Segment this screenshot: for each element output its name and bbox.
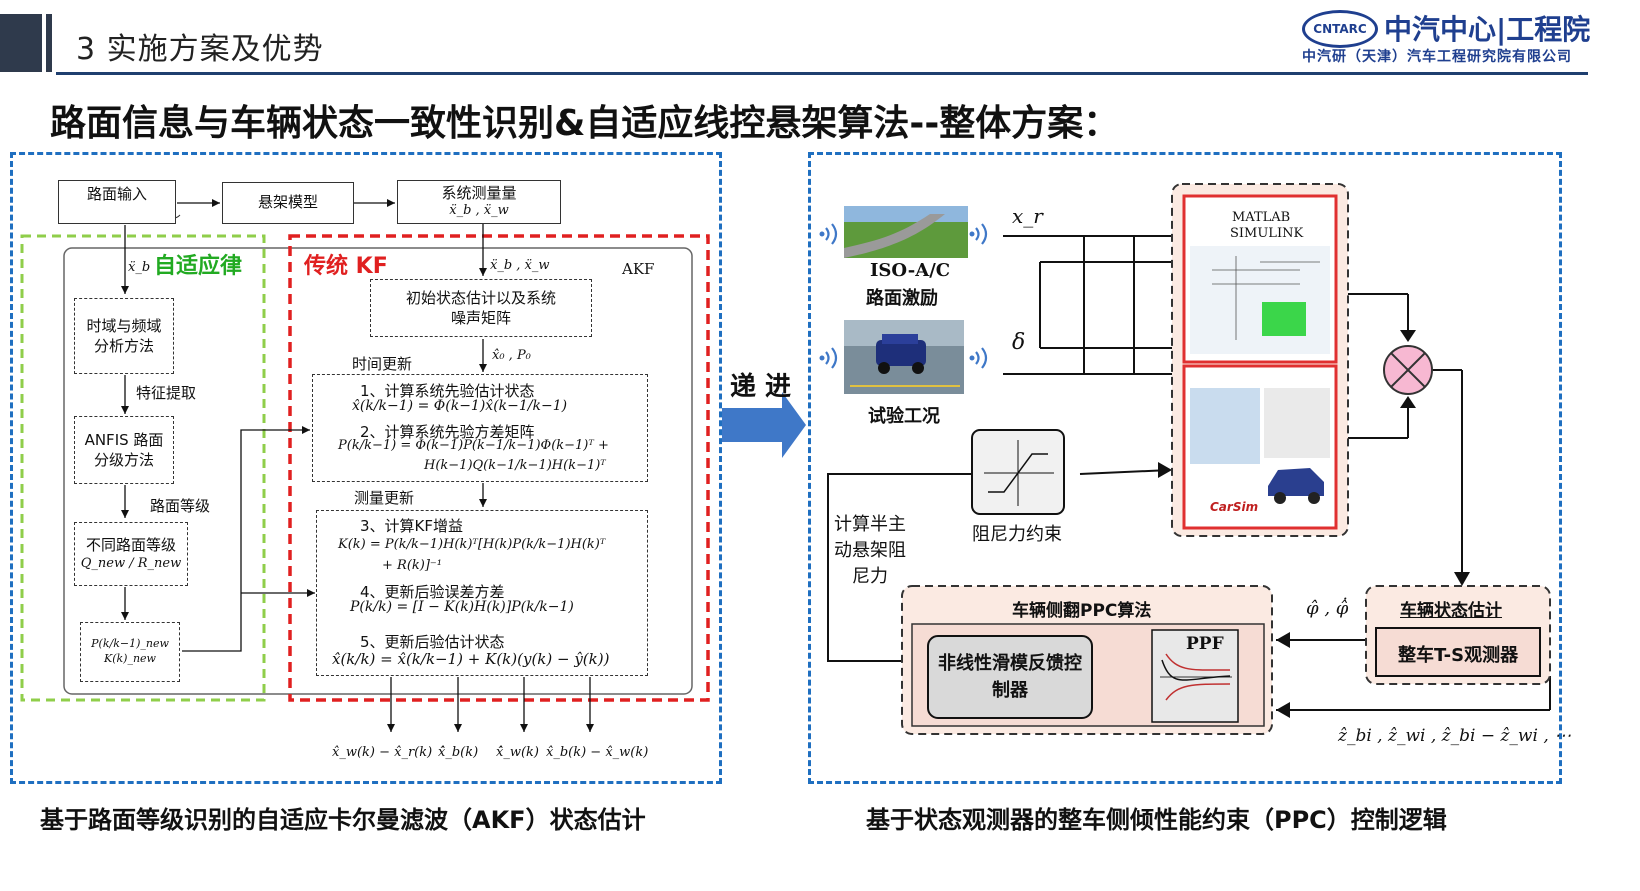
ppf-label: PPF xyxy=(1186,634,1224,654)
time-freq-box: 时域与频域分析方法 xyxy=(74,298,174,374)
output-2: x̂̇_b(k) xyxy=(438,745,479,760)
measure-update-box xyxy=(316,510,648,676)
smc-box-label: 非线性滑模反馈控制器 xyxy=(938,653,1082,701)
step3-label: 3、计算KF增益 xyxy=(360,517,464,535)
road-input-label: 路面输入 xyxy=(86,185,147,203)
iso-label: ISO-A/C xyxy=(870,260,951,281)
xr-label: x_r xyxy=(1012,204,1043,228)
step2-label: 2、计算系统先验方差矩阵 xyxy=(360,423,535,441)
road-grade-label: 路面等级 xyxy=(150,497,211,515)
step5-label: 5、更新后验估计状态 xyxy=(360,633,505,651)
step4-label: 4、更新后验误差方差 xyxy=(360,583,505,601)
step2-equation-a: P(k/k−1) = Φ(k−1)P(k−1/k−1)Φ(k−1)ᵀ + xyxy=(338,438,609,453)
akf-frame xyxy=(63,247,693,695)
akf-label: AKF xyxy=(622,260,655,278)
z-states-label: ẑ_bi , ẑ_wi , ẑ_bi − ẑ_wi , ⋯ xyxy=(1338,726,1572,746)
delta-label: δ xyxy=(1012,330,1026,355)
logo-badge: CNTARC xyxy=(1302,10,1378,48)
step5-equation: x̂(k/k) = x̂(k/k−1) + K(k)(y(k) − ŷ(k)) xyxy=(332,650,610,668)
progress-arrow-shape xyxy=(722,392,806,458)
estimator-title: 车辆状态估计 xyxy=(1400,601,1502,621)
pk-box: P(k/k−1)_new K(k)_new xyxy=(80,622,180,682)
anfis-box: ANFIS 路面分级方法 xyxy=(74,416,174,484)
iso-sub-label: 路面激励 xyxy=(866,288,938,309)
ts-box-shape xyxy=(1375,627,1541,677)
simulink-title: SIMULINK xyxy=(1230,226,1304,241)
section-title: 3 实施方案及优势 xyxy=(76,32,324,67)
left-panel xyxy=(10,152,722,784)
suspension-model-box: 悬架模型 xyxy=(222,182,354,224)
right-caption: 基于状态观测器的整车侧倾性能约束（PPC）控制逻辑 xyxy=(866,806,1447,834)
smc-box-shape xyxy=(927,635,1093,719)
progress-arrow-label: 递 进 xyxy=(730,372,792,402)
calc-damping-label: 计算半主动悬架阻尼力 xyxy=(834,514,906,588)
xb-input-label: ẍ_b xyxy=(128,260,151,275)
adaptive-law-label: 自适应律 xyxy=(154,254,243,279)
kf-label: 传统 KF xyxy=(304,254,388,279)
matlab-title: MATLAB xyxy=(1232,210,1291,225)
time-update-label: 时间更新 xyxy=(352,355,413,373)
logo-main-text: 中汽中心|工程院 xyxy=(1384,13,1591,46)
measure-update-label: 测量更新 xyxy=(354,489,415,507)
output-1: x̂_w(k) − x̂_r(k) xyxy=(332,745,433,760)
left-caption: 基于路面等级识别的自适应卡尔曼滤波（AKF）状态估计 xyxy=(40,806,646,834)
measure-vars: ẍ_b , ẍ_w xyxy=(449,203,509,219)
output-3: x̂̇_w(k) xyxy=(496,745,539,760)
right-panel xyxy=(808,152,1562,784)
road-input-box: 路面输入 xyxy=(58,180,176,224)
road-image xyxy=(844,206,968,258)
adaptive-law-frame xyxy=(20,234,266,702)
phi-label: φ̂ , φ̂̇ xyxy=(1306,598,1349,619)
carsim-title: CarSim xyxy=(1210,500,1259,514)
damper-saturation-icon xyxy=(971,429,1065,515)
step3-equation-b: + R(k)]⁻¹ xyxy=(382,558,442,573)
step4-equation: P(k/k) = [I − K(k)H(k)]P(k/k−1) xyxy=(350,599,574,615)
pk-box-eq2: K(k)_new xyxy=(104,652,156,665)
step1-label: 1、计算系统先验估计状态 xyxy=(360,382,535,400)
grade-box-title: 不同路面等级 xyxy=(85,536,176,555)
header-divider xyxy=(56,72,1588,75)
logo-subtitle: 中汽研（天津）汽车工程研究院有限公司 xyxy=(1302,49,1572,65)
main-title: 路面信息与车辆状态一致性识别&自适应线控悬架算法--整体方案： xyxy=(50,103,1120,144)
header-accent-block xyxy=(0,14,42,72)
ppf-curves xyxy=(1160,653,1232,701)
init-box: 初始状态估计以及系统噪声矩阵 xyxy=(370,279,592,337)
step1-equation: x̂(k/k−1) = Φ(k−1)x̂(k−1/k−1) xyxy=(352,398,568,414)
output-4: x̂_b(k) − x̂_w(k) xyxy=(546,745,649,760)
damper-label: 阻尼力约束 xyxy=(972,524,1062,545)
step3-equation-a: K(k) = P(k/k−1)H(k)ᵀ[H(k)P(k/k−1)H(k)ᵀ xyxy=(338,537,606,552)
grade-box-eq: Q_new / R_new xyxy=(80,556,182,572)
pk-box-eq1: P(k/k−1)_new xyxy=(91,637,169,651)
measure-title: 系统测量量 xyxy=(441,183,517,202)
ts-observer-label: 整车T-S观测器 xyxy=(1398,645,1519,666)
test-condition-image xyxy=(844,320,964,394)
grade-box: 不同路面等级 Q_new / R_new xyxy=(74,522,188,586)
kf-input-vars: ẍ_b , ẍ_w xyxy=(490,258,550,273)
kf-frame xyxy=(288,234,710,702)
step2-equation-b: H(k−1)Q(k−1/k−1)H(k−1)ᵀ xyxy=(424,458,606,473)
test-condition-label: 试验工况 xyxy=(868,406,940,427)
summing-junction xyxy=(1383,345,1433,395)
init-vars: x̂₀ , P₀ xyxy=(492,348,531,363)
header-accent-bar xyxy=(46,14,52,72)
ppc-title: 车辆侧翻PPC算法 xyxy=(1012,601,1152,621)
time-update-box xyxy=(312,374,648,482)
feature-extract-label: 特征提取 xyxy=(136,384,197,402)
measure-box: 系统测量量 ẍ_b , ẍ_w xyxy=(397,180,561,224)
